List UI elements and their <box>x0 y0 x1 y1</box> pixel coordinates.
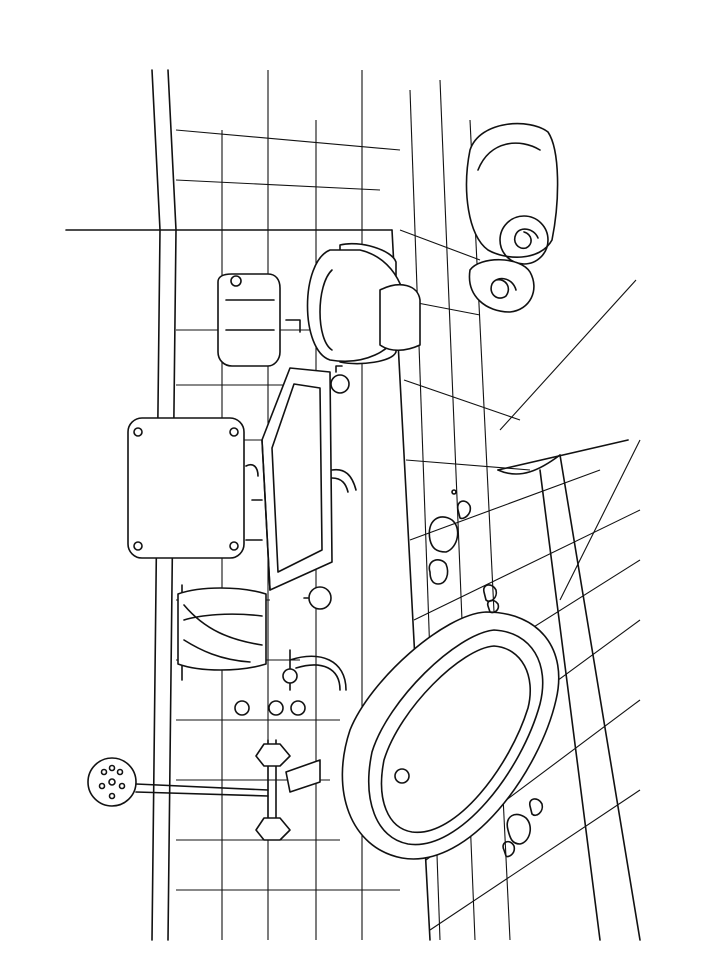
wall-cabinet <box>217 273 301 367</box>
shower-head <box>87 757 269 807</box>
toilet <box>306 242 421 365</box>
bath-rug <box>497 439 641 941</box>
wall-taps <box>234 649 347 716</box>
soap-dispenser <box>303 365 350 610</box>
wall-mirror <box>127 417 245 559</box>
bathroom-sink <box>245 367 357 591</box>
rolled-towels <box>465 122 559 313</box>
bath-faucet <box>255 739 321 841</box>
bathtub <box>341 611 560 860</box>
water-puddles <box>428 489 544 858</box>
towel-rack <box>177 584 267 681</box>
